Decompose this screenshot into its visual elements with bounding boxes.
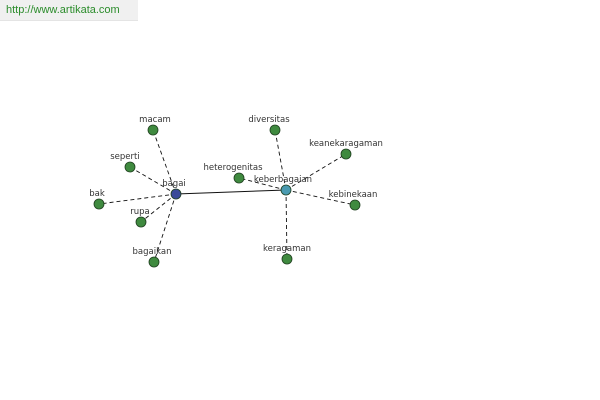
node-label-rupa[interactable]: rupa <box>130 207 150 217</box>
node-label-kebinekaan[interactable]: kebinekaan <box>329 190 378 200</box>
edges-layer <box>98 129 356 263</box>
node-label-bagai[interactable]: bagai <box>162 179 186 189</box>
node-keanekaragaman[interactable] <box>340 148 352 160</box>
node-label-keberbagaian[interactable]: keberbagaian <box>254 175 312 185</box>
site-url-link[interactable]: http://www.artikata.com <box>6 4 120 16</box>
node-seperti[interactable] <box>124 161 136 173</box>
url-bar: http://www.artikata.com <box>0 0 138 21</box>
edge-keberbagaian-heterogenitas <box>238 177 287 191</box>
edge-keberbagaian-keanekaragaman <box>285 153 347 191</box>
node-label-bagaikan[interactable]: bagaikan <box>133 247 172 257</box>
node-label-macam[interactable]: macam <box>139 115 171 125</box>
node-keberbagaian[interactable] <box>280 184 292 196</box>
node-kebinekaan[interactable] <box>349 199 361 211</box>
node-label-bak[interactable]: bak <box>89 189 105 199</box>
edge-bagai-seperti <box>129 166 177 195</box>
edge-bagai-bagaikan <box>153 193 177 263</box>
node-label-keanekaragaman[interactable]: keanekaragaman <box>309 139 383 149</box>
node-label-seperti[interactable]: seperti <box>110 152 139 162</box>
edge-bagai-keberbagaian <box>175 189 287 195</box>
node-macam[interactable] <box>147 124 159 136</box>
node-heterogenitas[interactable] <box>233 172 245 184</box>
node-label-keragaman[interactable]: keragaman <box>263 244 311 254</box>
edge-bagai-bak <box>98 193 177 205</box>
node-diversitas[interactable] <box>269 124 281 136</box>
node-label-diversitas[interactable]: diversitas <box>248 115 290 125</box>
edge-keberbagaian-kebinekaan <box>285 189 356 206</box>
nodes-layer <box>93 124 361 268</box>
node-bagai[interactable] <box>170 188 182 200</box>
node-bagaikan[interactable] <box>148 256 160 268</box>
edge-bagai-rupa <box>140 193 177 223</box>
node-bak[interactable] <box>93 198 105 210</box>
edge-bagai-macam <box>152 129 177 195</box>
node-label-heterogenitas[interactable]: heterogenitas <box>203 163 263 173</box>
labels-layer: bagai keberbagaian macam seperti bak rupa baga… <box>89 115 383 257</box>
edge-keberbagaian-keragaman <box>285 189 288 260</box>
node-keragaman[interactable] <box>281 253 293 265</box>
node-rupa[interactable] <box>135 216 147 228</box>
edge-keberbagaian-diversitas <box>274 129 287 191</box>
